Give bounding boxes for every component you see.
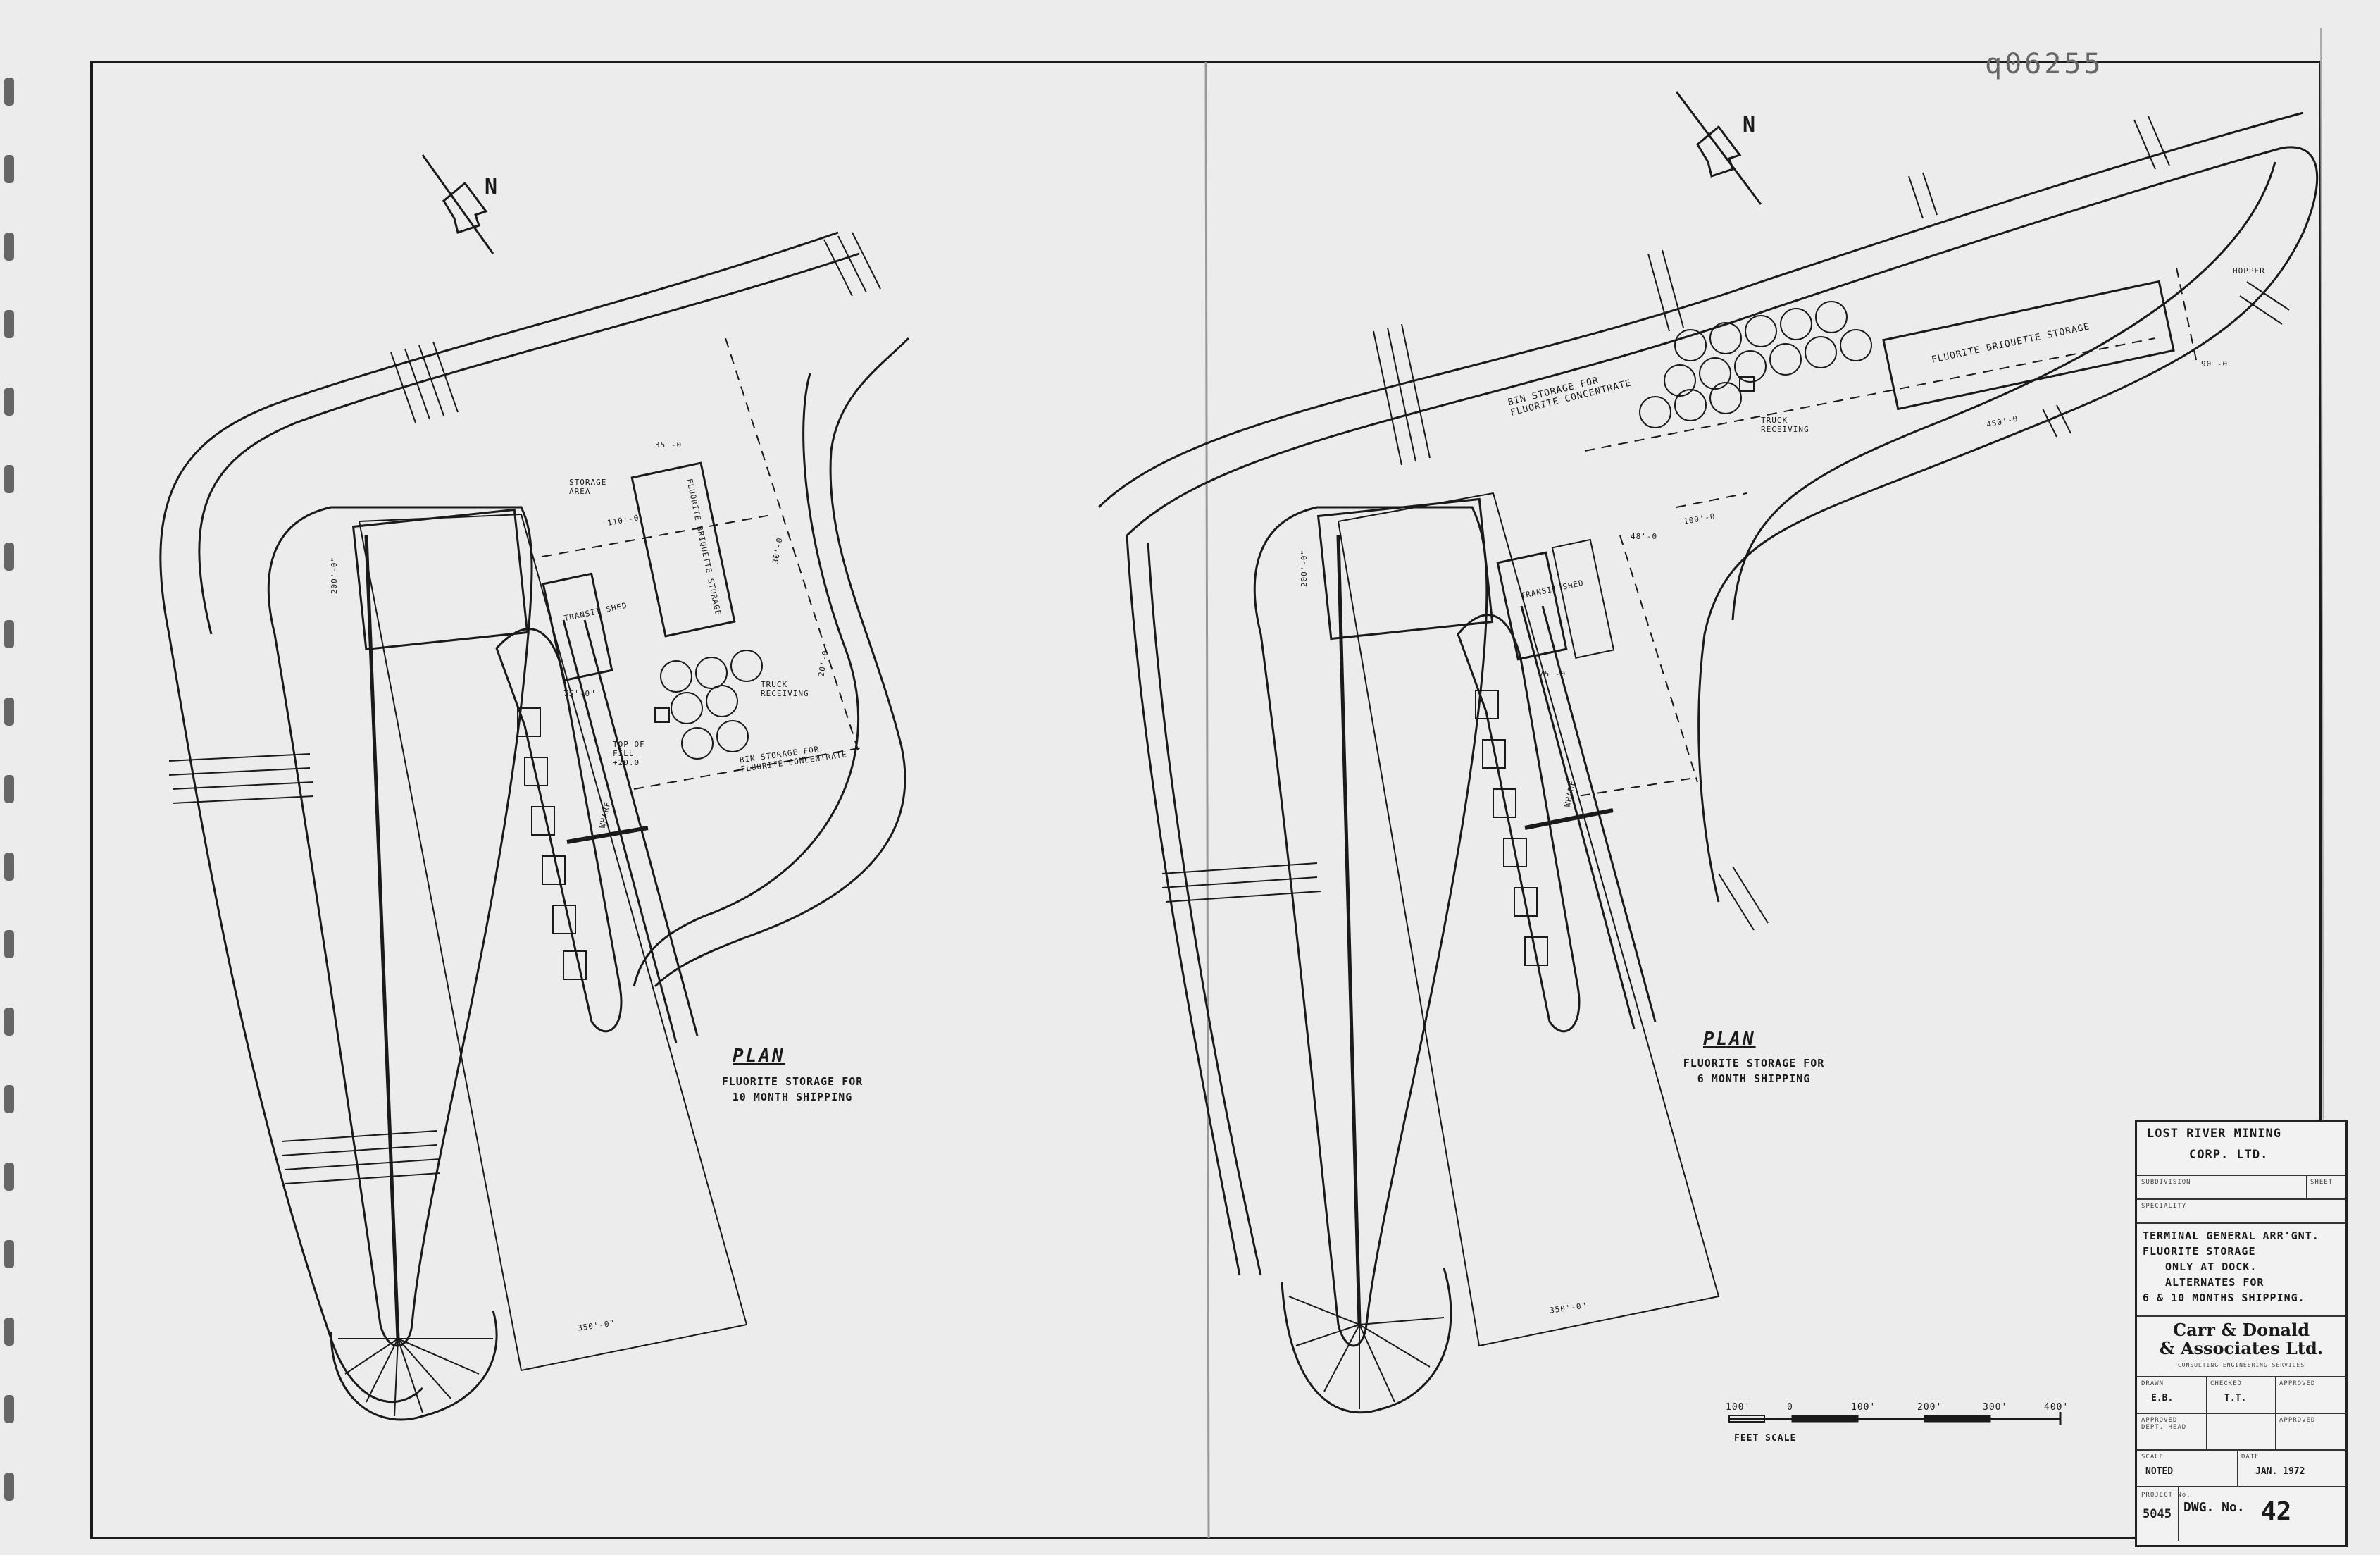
right-shoreline: [1097, 111, 2304, 509]
tb-title: TERMINAL GENERAL ARR'GNT. FLUORITE STORA…: [2137, 1224, 2345, 1317]
document-id: q06255: [1985, 48, 2104, 80]
tb-dwg-value: 42: [2261, 1497, 2292, 1526]
right-label-truck: TRUCK RECEIVING: [1761, 416, 1809, 434]
tb-approved2-label: APPROVED: [2279, 1417, 2316, 1424]
right-dim-d: 48'-0: [1631, 532, 1658, 541]
right-dim-e: 75'-0: [1539, 669, 1566, 679]
tb-date-value: JAN. 1972: [2255, 1466, 2305, 1477]
left-dim-side: 200'-0": [330, 556, 339, 595]
north-label-right: N: [1743, 113, 1756, 137]
plan-left-subtitle-line1: FLUORITE STORAGE FOR: [721, 1075, 864, 1088]
scale-tick-5: 400': [2044, 1402, 2069, 1413]
right-north-arrow: [1675, 91, 1762, 205]
left-dim-b: 75'-0": [563, 689, 596, 698]
tb-sheet: SHEET: [2310, 1179, 2334, 1186]
scale-bar-graphic: [1728, 1412, 2062, 1425]
scale-tick-3: 200': [1917, 1402, 1943, 1413]
plan-left-subtitle-line2: 10 MONTH SHIPPING: [732, 1091, 853, 1103]
tb-divider-1: [2206, 1377, 2207, 1413]
tb-scale-row: SCALE NOTED DATE JAN. 1972: [2137, 1451, 2345, 1487]
left-dim-e: 35'-0: [655, 440, 683, 450]
left-north-arrow: [421, 154, 494, 254]
tb-client-line1: LOST RIVER MINING: [2147, 1127, 2281, 1141]
tb-dwg-label: DWG. No.: [2183, 1500, 2245, 1515]
plan-left-title: PLAN: [733, 1046, 785, 1067]
right-label-hopper: HOPPER: [2233, 266, 2265, 275]
tb-project-label: PROJECT No.: [2141, 1492, 2191, 1499]
left-label-storage-area: STORAGE AREA: [569, 478, 607, 496]
plan-right-subtitle-line1: FLUORITE STORAGE FOR: [1683, 1057, 1825, 1070]
binder-holes: [4, 78, 14, 1501]
plan-left-drawing: [159, 154, 910, 1421]
tb-dwg-row: PROJECT No. 5045 DWG. No. 42: [2137, 1487, 2345, 1541]
tb-divider-3: [2206, 1414, 2207, 1449]
tb-scale-value: NOTED: [2145, 1466, 2174, 1477]
tb-drawn-label: DRAWN: [2141, 1380, 2164, 1387]
tb-subdivision-row: SUBDIVISION SHEET: [2137, 1176, 2345, 1200]
scale-tick-1: 0: [1787, 1402, 1793, 1413]
scale-tick-4: 300': [1983, 1402, 2008, 1413]
right-dim-b: 90'-0: [2201, 359, 2229, 368]
tb-title-line4: ALTERNATES FOR: [2165, 1276, 2264, 1289]
tb-divider-6: [2178, 1487, 2179, 1541]
tb-speciality-row: SPECIALITY: [2137, 1200, 2345, 1224]
tb-divider-4: [2275, 1414, 2276, 1449]
scale-tick-2: 100': [1851, 1402, 1876, 1413]
tb-divider-2: [2275, 1377, 2276, 1413]
tb-scale-label: SCALE: [2141, 1454, 2164, 1461]
tb-firm-line1: Carr & Donald: [2172, 1320, 2310, 1340]
plan-left-subtitle: FLUORITE STORAGE FOR 10 MONTH SHIPPING: [676, 1074, 909, 1105]
tb-drawn-row: DRAWN E.B. CHECKED T.T. APPROVED: [2137, 1377, 2345, 1414]
left-ship: [495, 628, 623, 1033]
tb-title-line1: TERMINAL GENERAL ARR'GNT.: [2143, 1229, 2319, 1242]
page-fold: [1204, 61, 1210, 1539]
tb-title-line2: FLUORITE STORAGE: [2143, 1245, 2256, 1258]
tb-client: LOST RIVER MINING CORP. LTD.: [2137, 1122, 2345, 1176]
tb-divider-5: [2237, 1451, 2238, 1486]
plan-right-subtitle: FLUORITE STORAGE FOR 6 MONTH SHIPPING: [1648, 1055, 1859, 1086]
tb-firm-tagline: CONSULTING ENGINEERING SERVICES: [2177, 1362, 2305, 1368]
tb-date-label: DATE: [2241, 1454, 2260, 1461]
tb-sheet-divider: [2306, 1176, 2307, 1198]
scale-label: FEET SCALE: [1734, 1433, 1797, 1444]
tb-design-label: APPROVED DEPT. HEAD: [2141, 1417, 2187, 1431]
tb-firm-line2: & Associates Ltd.: [2159, 1338, 2324, 1358]
right-causeway: [1253, 506, 1488, 1347]
tb-approved-label: APPROVED: [2279, 1380, 2316, 1387]
tb-drawn-value: E.B.: [2151, 1393, 2174, 1404]
plan-right-title: PLAN: [1703, 1029, 1756, 1050]
tb-approval-row: APPROVED DEPT. HEAD APPROVED: [2137, 1414, 2345, 1451]
tb-speciality: SPECIALITY: [2141, 1203, 2187, 1210]
tb-title-line3: ONLY AT DOCK.: [2165, 1260, 2257, 1273]
tb-title-line5: 6 & 10 MONTHS SHIPPING.: [2143, 1291, 2305, 1304]
north-label-left: N: [485, 175, 498, 199]
right-dim-side: 200'-0": [1300, 549, 1309, 588]
plan-right-subtitle-line2: 6 MONTH SHIPPING: [1697, 1072, 1811, 1085]
left-label-top-fill: TOP OF FILL +20.0: [613, 740, 645, 767]
tb-checked-value: T.T.: [2224, 1393, 2247, 1404]
scale-tick-0: 100': [1726, 1402, 1751, 1413]
tb-client-line2: CORP. LTD.: [2189, 1148, 2269, 1162]
plan-right-drawing: [1097, 91, 2319, 1414]
tb-checked-label: CHECKED: [2210, 1380, 2242, 1387]
tb-firm: Carr & Donald & Associates Ltd. CONSULTI…: [2137, 1317, 2345, 1377]
tb-project-value: 5045: [2143, 1507, 2172, 1521]
title-block: LOST RIVER MINING CORP. LTD. SUBDIVISION…: [2135, 1120, 2348, 1547]
tb-subdivision: SUBDIVISION: [2141, 1179, 2191, 1186]
left-label-truck: TRUCK RECEIVING: [761, 680, 809, 698]
